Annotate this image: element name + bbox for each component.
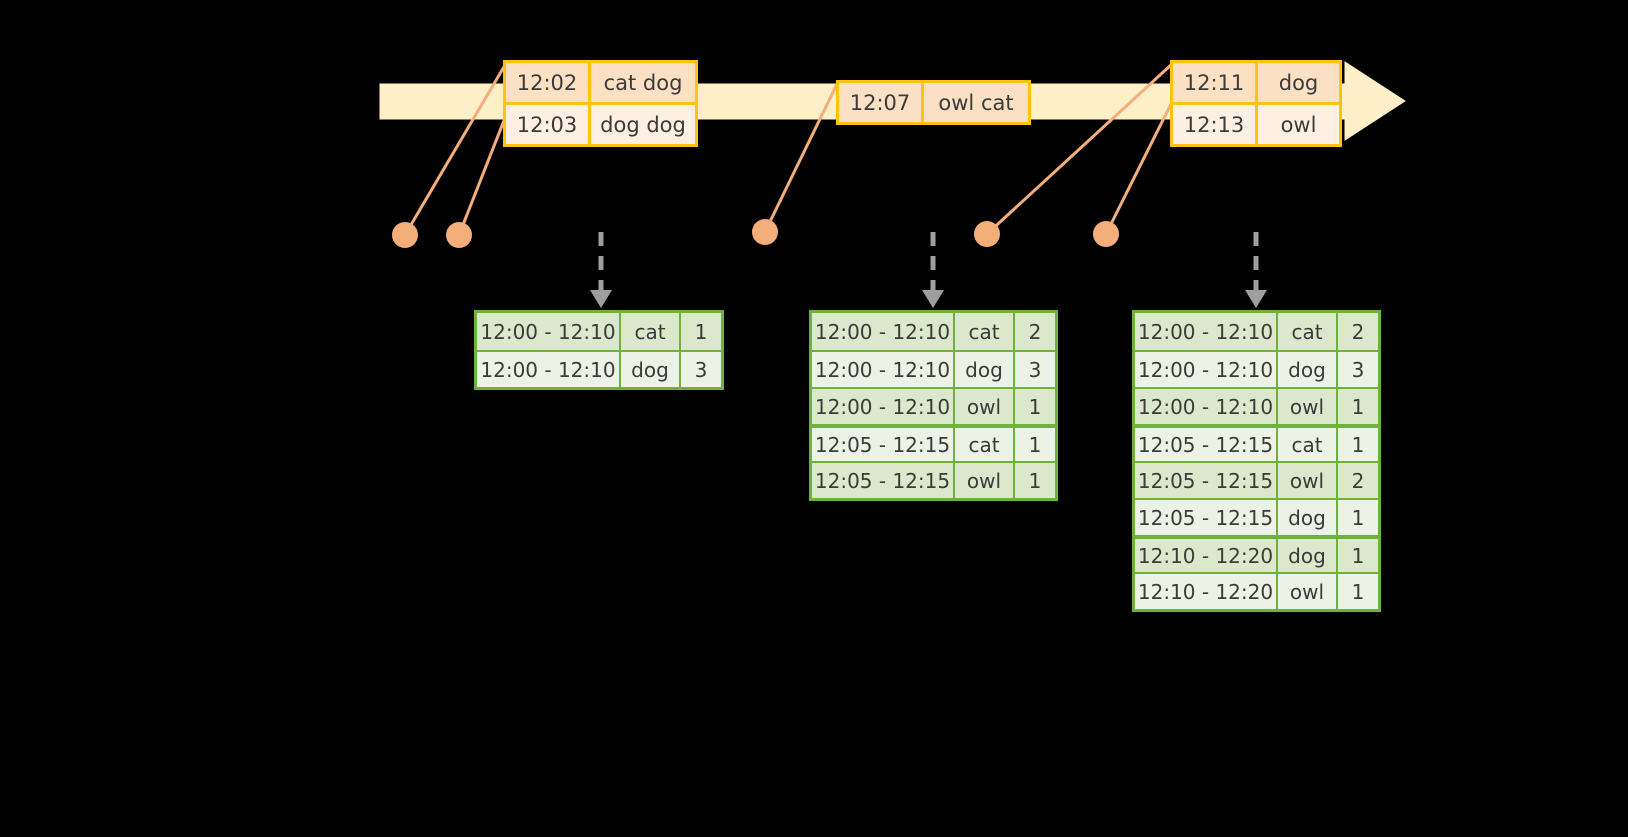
dashed-arrow-3-head — [1245, 290, 1267, 308]
key-cell: owl — [955, 463, 1015, 498]
event-words: dog — [1258, 63, 1339, 102]
count-cell: 1 — [681, 313, 721, 350]
event-words: owl cat — [924, 83, 1028, 122]
key-cell: dog — [1278, 352, 1338, 387]
window-cell: 12:05 - 12:15 — [1135, 463, 1278, 498]
count-cell: 2 — [1338, 313, 1378, 350]
window-cell: 12:05 - 12:15 — [812, 463, 955, 498]
connector-1 — [403, 64, 507, 236]
connector-3 — [763, 81, 840, 233]
count-cell: 1 — [1015, 463, 1055, 498]
window-cell: 12:00 - 12:10 — [1135, 352, 1278, 387]
window-cell: 12:00 - 12:10 — [1135, 389, 1278, 424]
window-cell: 12:00 - 12:10 — [812, 389, 955, 424]
key-cell: owl — [1278, 574, 1338, 609]
connector-5 — [1104, 101, 1174, 235]
key-cell: owl — [1278, 463, 1338, 498]
window-cell: 12:05 - 12:15 — [1135, 428, 1278, 461]
window-cell: 12:10 - 12:20 — [1135, 539, 1278, 572]
event-dots — [392, 219, 1119, 248]
key-cell: owl — [955, 389, 1015, 424]
count-cell: 1 — [1338, 539, 1378, 572]
dashed-arrow-1-head — [590, 290, 612, 308]
window-cell: 12:00 - 12:10 — [477, 352, 621, 387]
event-time: 12:02 — [506, 63, 591, 102]
count-cell: 3 — [1338, 352, 1378, 387]
dot-2 — [446, 222, 472, 248]
count-cell: 1 — [1015, 389, 1055, 424]
count-cell: 1 — [1338, 574, 1378, 609]
key-cell: dog — [1278, 539, 1338, 572]
count-cell: 1 — [1015, 428, 1055, 461]
count-cell: 3 — [681, 352, 721, 387]
connector-2 — [457, 117, 507, 236]
count-cell: 1 — [1338, 428, 1378, 461]
key-cell: dog — [1278, 500, 1338, 535]
event-words: owl — [1258, 105, 1339, 144]
key-cell: cat — [955, 313, 1015, 350]
window-cell: 12:10 - 12:20 — [1135, 574, 1278, 609]
event-time: 12:11 — [1173, 63, 1258, 102]
event-time: 12:13 — [1173, 105, 1258, 144]
key-cell: cat — [1278, 313, 1338, 350]
event-time: 12:03 — [506, 105, 591, 144]
window-cell: 12:05 - 12:15 — [812, 428, 955, 461]
dot-5 — [1093, 221, 1119, 247]
event-time: 12:07 — [839, 83, 924, 122]
dot-4 — [974, 221, 1000, 247]
dot-1 — [392, 222, 418, 248]
count-cell: 2 — [1015, 313, 1055, 350]
key-cell: dog — [955, 352, 1015, 387]
count-cell: 1 — [1338, 389, 1378, 424]
count-cell: 1 — [1338, 500, 1378, 535]
window-cell: 12:00 - 12:10 — [1135, 313, 1278, 350]
window-cell: 12:00 - 12:10 — [812, 352, 955, 387]
key-cell: owl — [1278, 389, 1338, 424]
key-cell: cat — [1278, 428, 1338, 461]
dot-3 — [752, 219, 778, 245]
key-cell: dog — [621, 352, 681, 387]
dashed-arrows — [590, 232, 1267, 308]
window-cell: 12:00 - 12:10 — [477, 313, 621, 350]
count-cell: 2 — [1338, 463, 1378, 498]
key-cell: cat — [955, 428, 1015, 461]
event-words: dog dog — [591, 105, 695, 144]
key-cell: cat — [621, 313, 681, 350]
dashed-arrow-2-head — [922, 290, 944, 308]
window-cell: 12:05 - 12:15 — [1135, 500, 1278, 535]
count-cell: 3 — [1015, 352, 1055, 387]
event-words: cat dog — [591, 63, 695, 102]
window-cell: 12:00 - 12:10 — [812, 313, 955, 350]
